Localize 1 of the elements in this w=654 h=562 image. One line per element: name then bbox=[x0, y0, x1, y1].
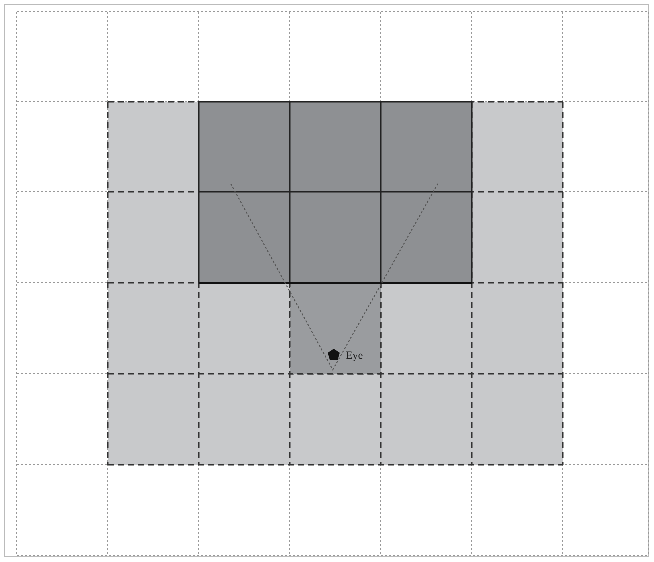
eye-label: Eye bbox=[346, 350, 364, 362]
